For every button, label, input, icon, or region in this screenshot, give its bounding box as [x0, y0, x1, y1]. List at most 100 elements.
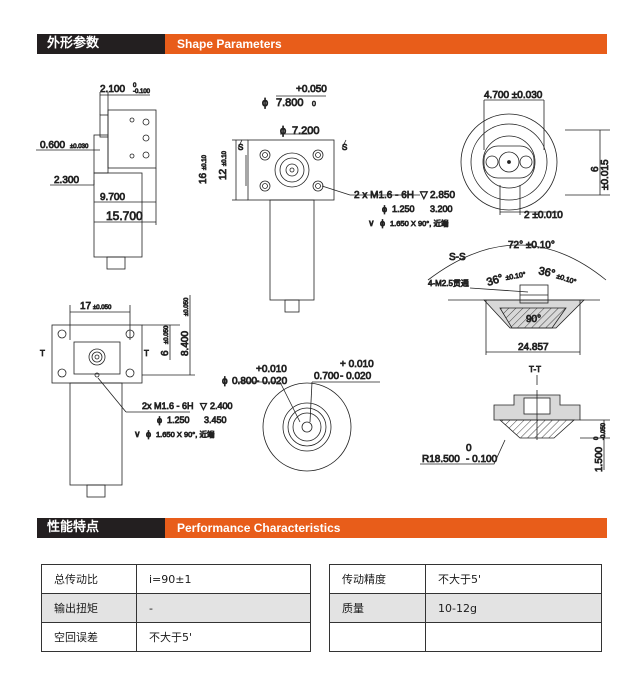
dim-7800-tol: 0 [312, 101, 316, 108]
dim-6b-tol: ±0.050 [164, 325, 170, 344]
table-cell-value: i=90±1 [136, 564, 311, 594]
table-row: 传动精度 不大于5' [329, 564, 602, 594]
section-s-right: S [342, 143, 347, 152]
section-tt [420, 375, 610, 470]
table-cell-value: 10-12g [425, 593, 602, 623]
section-ss-label: S-S [449, 252, 466, 263]
dim-2100-tol2: -0.100 [133, 89, 151, 95]
table-cell-label: 传动精度 [329, 564, 426, 594]
bore-1-depth: 3.200 [430, 204, 453, 214]
table-cell-value [425, 622, 602, 652]
dim-90: 90° [526, 314, 541, 325]
thread-depth-1-value: 2.850 [430, 190, 455, 201]
dim-16: 16 [198, 172, 209, 184]
countersink-2-icon: ∨ [134, 429, 141, 439]
dim-12: 12 [218, 168, 229, 180]
perf-section-title-cn: 性能特点 [37, 518, 165, 538]
dim-7200: 7.200 [292, 125, 320, 137]
thread-depth-2-value: 2.400 [210, 401, 233, 411]
dim-0600-tol: ±0.030 [70, 144, 89, 150]
bore-1-phi: ϕ [382, 204, 387, 214]
round-view-bottom [236, 381, 380, 472]
dim-2100: 2.100 [100, 84, 125, 95]
dim-72: 72° ±0.10° [508, 240, 555, 251]
performance-table-left: 总传动比 i=90±1 输出扭矩 - 空回误差 不大于5' [41, 564, 311, 652]
table-cell-value: 不大于5' [425, 564, 602, 594]
dim-36b-tol: ±0.10° [555, 272, 577, 286]
shape-section-title-en: Shape Parameters [165, 34, 607, 54]
dim-24857: 24.857 [518, 342, 549, 353]
table-cell-label: 质量 [329, 593, 426, 623]
shape-section-header: 外形参数 Shape Parameters [37, 34, 607, 54]
dim-4700: 4.700 ±0.030 [484, 90, 543, 101]
countersink-2: 1.650 X 90°, 近端 [156, 429, 215, 439]
dim-17: 17 [80, 301, 92, 312]
dim-0800-tp: +0.010 [256, 364, 287, 375]
table-cell-label: 输出扭矩 [41, 593, 137, 623]
side-view [36, 92, 157, 270]
dim-1500-tol: 0 [594, 436, 600, 440]
thread-depth-2: ▽ [200, 401, 207, 411]
dim-1500-tol2: -0.050 [601, 422, 607, 440]
dim-36a-tol: ±0.10° [505, 271, 527, 282]
dim-r18500-tp: 0 [466, 443, 472, 454]
perf-section-header: 性能特点 Performance Characteristics [37, 518, 607, 538]
phi-7800: ϕ [262, 97, 268, 109]
dim-12-tol: ±0.10 [222, 150, 228, 166]
dim-0800-tm: - 0.020 [256, 376, 288, 387]
performance-table-right: 传动精度 不大于5' 质量 10-12g [329, 564, 602, 652]
bore-2-phi: ϕ [157, 415, 162, 425]
phi-7200: ϕ [280, 125, 286, 137]
dim-0600: 0.600 [40, 140, 65, 151]
dim-9700: 9.700 [100, 192, 125, 203]
table-cell-value: - [136, 593, 311, 623]
front-view [232, 95, 420, 313]
dim-1500: 1.500 [594, 447, 605, 472]
dim-0800: 0.800 [232, 376, 257, 387]
dim-2010: 2 ±0.010 [524, 210, 563, 221]
table-cell-label: 空回误差 [41, 622, 137, 652]
dim-8400: 8.400 [180, 331, 191, 356]
table-row [329, 622, 602, 652]
section-t-right: T [144, 349, 149, 358]
section-t-left: T [40, 349, 45, 358]
dim-2100-tol: 0 [133, 83, 137, 89]
csk-2-phi: ϕ [146, 429, 151, 439]
countersink-1: 1.650 X 90°, 近端 [390, 218, 449, 228]
table-cell-label [329, 622, 426, 652]
dim-15700: 15.700 [106, 209, 143, 223]
dim-36b: 36° [537, 265, 556, 280]
table-cell-value: 不大于5' [136, 622, 311, 652]
phi-0800: ϕ [222, 376, 228, 387]
dim-6b: 6 [160, 350, 171, 356]
dim-0050: +0.050 [296, 84, 327, 95]
dim-16-tol: ±0.10 [202, 154, 208, 170]
round-view-top [460, 99, 610, 215]
lower-view [51, 295, 195, 498]
dim-r18500: R18.500 [422, 454, 460, 465]
thread-callout-2: 2x M1.6 - 6H [142, 401, 194, 411]
table-row: 空回误差 不大于5' [41, 622, 311, 652]
dim-7800: 7.800 [276, 97, 304, 109]
shape-section-title-cn: 外形参数 [37, 34, 165, 54]
dim-6-tol: ±0.015 [600, 159, 611, 190]
section-s-left: S [238, 143, 243, 152]
dim-2300: 2.300 [54, 175, 79, 186]
dim-0700-tm: - 0.020 [340, 371, 372, 382]
section-tt-label: T-T [529, 365, 541, 374]
csk-1-phi: ϕ [380, 218, 385, 228]
dim-0700-tp: + 0.010 [340, 359, 374, 370]
perf-section-title-en: Performance Characteristics [165, 518, 607, 538]
dim-17-tol: ±0.050 [93, 305, 112, 311]
dim-36a: 36° [485, 272, 505, 289]
thread-callout-1: 2 x M1.6 - 6H [354, 190, 414, 201]
dim-8400-tol: ±0.050 [184, 297, 190, 316]
bore-2: 1.250 [167, 415, 190, 425]
table-row: 质量 10-12g [329, 593, 602, 623]
technical-drawing: 2.100 0 -0.100 0.600 ±0.030 2.300 9.700 … [36, 83, 611, 498]
dim-0700: 0.700 [314, 371, 339, 382]
table-row: 总传动比 i=90±1 [41, 564, 311, 594]
bore-1: 1.250 [392, 204, 415, 214]
bore-2-depth: 3.450 [204, 415, 227, 425]
m25-callout: 4-M2.5贯通 [428, 278, 469, 288]
